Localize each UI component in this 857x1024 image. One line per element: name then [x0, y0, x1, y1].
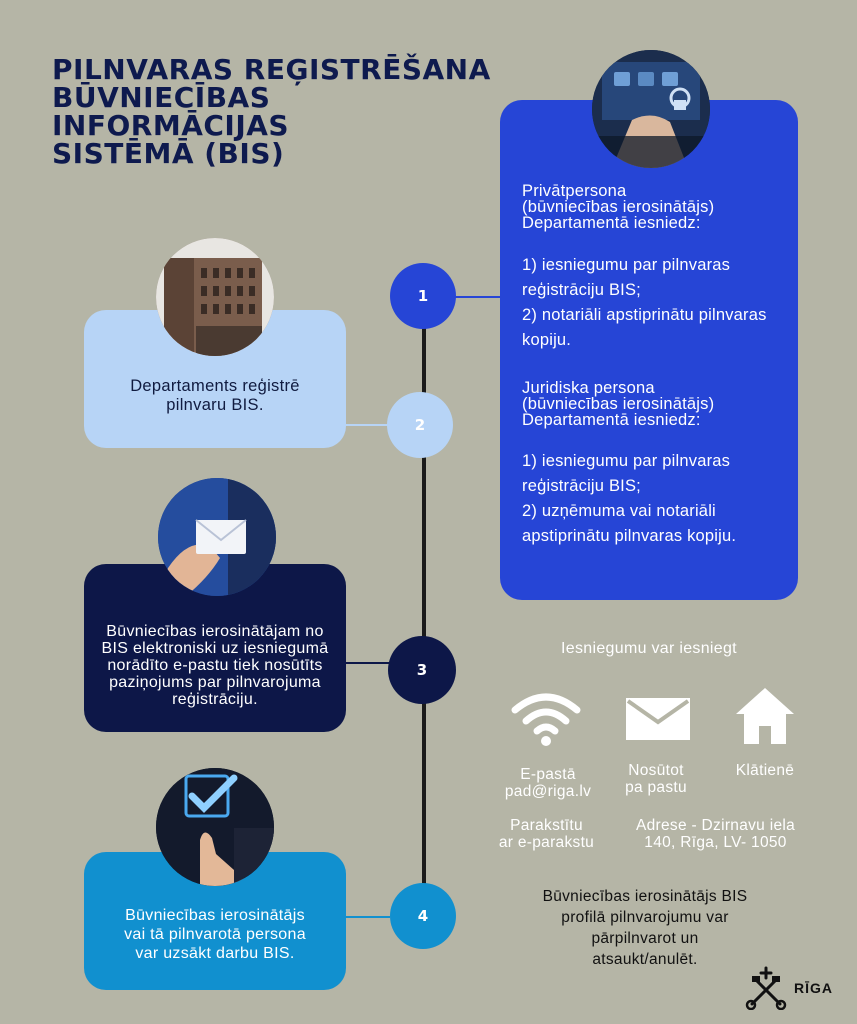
page-title: PILNVARAS REĢISTRĒŠANA BŪVNIECĪBAS INFOR…	[52, 56, 512, 168]
private-person-heading: Privātpersona (būvniecības ierosinātājs)…	[522, 182, 715, 232]
title-line-1: PILNVARAS REĢISTRĒŠANA	[52, 53, 491, 86]
riga-logo-icon	[744, 966, 788, 1011]
title-line-3: SISTĒMĀ (BIS)	[52, 137, 285, 170]
list-item: 2) notariāli apstiprinātu pilnvaras kopi…	[522, 306, 767, 349]
connector-3	[346, 662, 390, 664]
step-1-node: 1	[390, 263, 456, 329]
list-item: 2) uzņēmuma vai notariāli apstiprinātu p…	[522, 502, 737, 545]
requirements-card: Privātpersona (būvniecības ierosinātājs)…	[500, 100, 798, 600]
legal-person-items: 1) iesniegumu par pilnvaras reģistrāciju…	[522, 449, 787, 549]
title-line-2: BŪVNIECĪBAS INFORMĀCIJAS	[52, 81, 290, 142]
private-person-items: 1) iesniegumu par pilnvaras reģistrāciju…	[522, 253, 787, 353]
e-signature-note: Parakstītu ar e-parakstu	[498, 817, 595, 851]
building-photo	[156, 238, 274, 356]
list-item: 1) iesniegumu par pilnvaras reģistrāciju…	[522, 256, 731, 299]
house-icon	[736, 688, 794, 744]
legal-person-heading: Juridiska persona (būvniecības ierosināt…	[522, 379, 715, 429]
submit-heading: Iesniegumu var iesniegt	[561, 640, 737, 657]
step-3-node: 3	[388, 636, 456, 704]
envelope-icon	[626, 698, 690, 740]
wifi-icon	[511, 690, 581, 746]
connector-2	[346, 424, 390, 426]
post-option-label: Nosūtot pa pastu	[625, 762, 687, 796]
checkmark-touch-photo	[156, 768, 274, 886]
laptop-photo	[592, 50, 710, 168]
connector-1	[455, 296, 505, 298]
connector-4	[346, 916, 390, 918]
riga-logo-text: RĪGA	[794, 980, 833, 996]
step-3-text: Būvniecības ierosinātājam no BIS elektro…	[101, 622, 329, 708]
list-item: 1) iesniegumu par pilnvaras reģistrāciju…	[522, 452, 731, 495]
in-person-option-label: Klātienē	[735, 762, 795, 779]
step-2-text: Departaments reģistrē pilnvaru BIS.	[130, 377, 300, 414]
step-2-node: 2	[387, 392, 453, 458]
email-option-label: E-pastā pad@riga.lv	[504, 766, 592, 800]
address-note: Adrese - Dzirnavu iela 140, Rīga, LV- 10…	[635, 817, 796, 851]
step-4-node: 4	[390, 883, 456, 949]
email-touch-photo	[158, 478, 276, 596]
footer-note: Būvniecības ierosinātājs BIS profilā pil…	[542, 888, 748, 968]
step-4-text: Būvniecības ierosinātājs vai tā pilnvaro…	[124, 906, 306, 962]
timeline-line	[422, 300, 426, 920]
